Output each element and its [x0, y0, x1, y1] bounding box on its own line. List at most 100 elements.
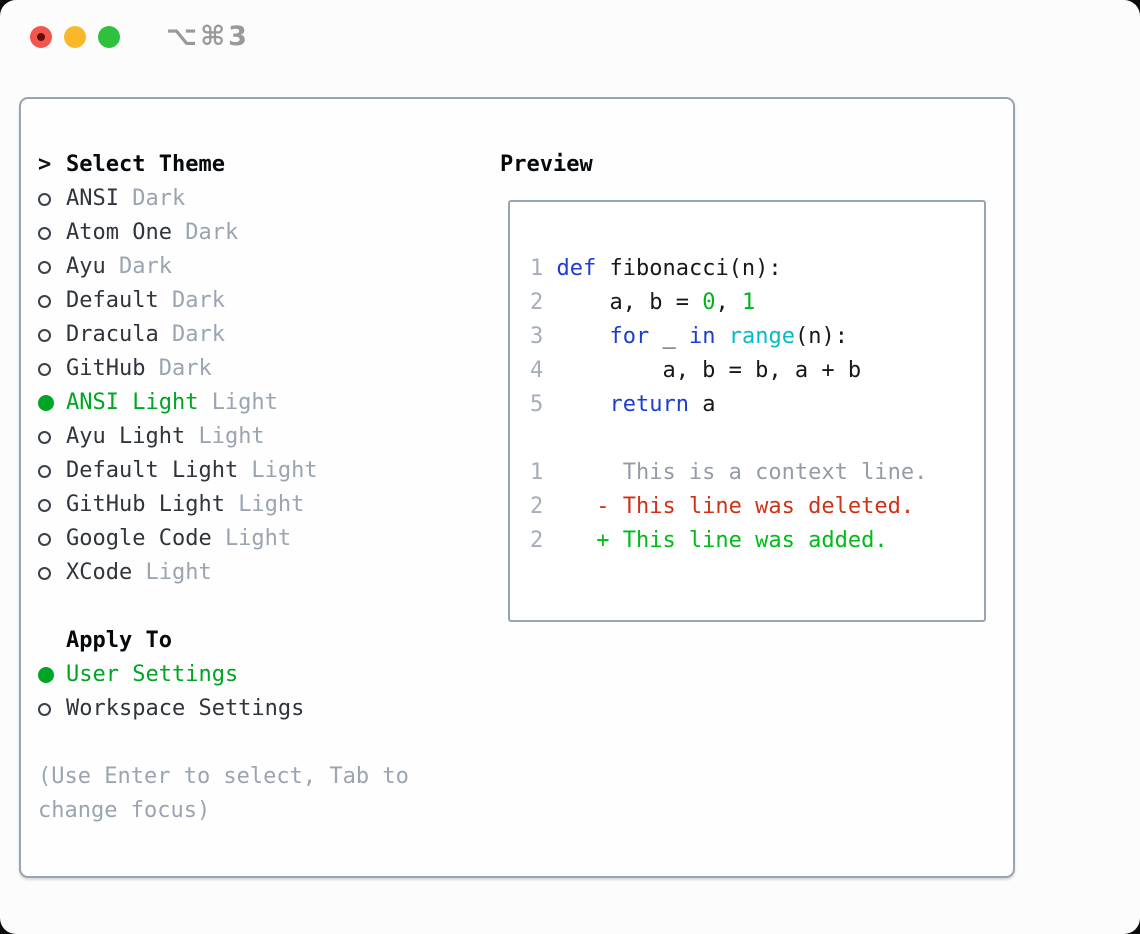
code-token: a [688, 392, 716, 417]
code-token: def [556, 256, 597, 281]
code-token: - This line was deleted. [556, 494, 915, 519]
code-token: for [609, 324, 650, 349]
theme-variant: Light [198, 424, 265, 449]
theme-name: Default Light [66, 458, 239, 483]
cursor-icon: > [38, 152, 52, 177]
theme-item-ayu-light[interactable]: Ayu Light Light [38, 420, 409, 454]
code-token: a, b = [556, 290, 703, 315]
select-theme-header-row: > Select Theme [38, 148, 409, 182]
code-token [556, 324, 609, 349]
window-controls [30, 26, 120, 48]
code-token [715, 324, 728, 349]
select-theme-title: Select Theme [66, 152, 225, 177]
keyboard-shortcut-label: ⌥⌘3 [166, 21, 250, 52]
code-token: fibonacci(n): [596, 256, 782, 281]
code-token: _ [649, 324, 689, 349]
radio-icon [38, 702, 51, 716]
apply-option-label: Workspace Settings [66, 696, 305, 721]
code-line: 4 a, b = b, a + b [530, 354, 927, 388]
code-token: a, b = b, a + b [556, 358, 862, 383]
theme-name: Ayu [66, 254, 106, 279]
code-line: 1 This is a context line. [530, 456, 927, 490]
close-button[interactable] [30, 26, 52, 48]
radio-icon [38, 192, 51, 206]
radio-icon [38, 226, 51, 240]
line-number: 2 [530, 290, 544, 315]
radio-icon [38, 362, 51, 376]
apply-option-label: User Settings [66, 662, 239, 687]
line-number: 1 [530, 256, 544, 281]
theme-name: Google Code [66, 526, 212, 551]
radio-column [38, 566, 66, 580]
theme-name: Ayu Light [66, 424, 186, 449]
theme-variant: Dark [132, 186, 186, 211]
theme-variant: Dark [171, 322, 225, 347]
code-token: 0 [702, 290, 716, 315]
code-line: 2 + This line was added. [530, 524, 927, 558]
radio-column [38, 328, 66, 342]
radio-column [38, 226, 66, 240]
apply-option-workspace-settings[interactable]: Workspace Settings [38, 692, 409, 726]
radio-column [38, 260, 66, 274]
theme-name: XCode [66, 560, 133, 585]
theme-item-dracula[interactable]: Dracula Dark [38, 318, 409, 352]
radio-column [38, 498, 66, 512]
spacer [38, 726, 409, 760]
apply-option-user-settings[interactable]: User Settings [38, 658, 409, 692]
theme-variant: Dark [118, 254, 172, 279]
code-token: + This line was added. [556, 528, 888, 553]
radio-column [38, 667, 66, 683]
theme-name: Dracula [66, 322, 159, 347]
theme-variant: Light [211, 390, 278, 415]
theme-name: GitHub Light [66, 492, 225, 517]
line-number: 5 [530, 392, 544, 417]
radio-column [38, 192, 66, 206]
code-token: (n): [794, 324, 848, 349]
line-number: 3 [530, 324, 544, 349]
code-token: This is a context line. [556, 460, 928, 485]
apply-to-title: Apply To [66, 628, 172, 653]
radio-icon [38, 430, 51, 444]
theme-item-ayu[interactable]: Ayu Dark [38, 250, 409, 284]
minimize-button[interactable] [64, 26, 86, 48]
radio-icon [38, 464, 51, 478]
theme-variant: Dark [185, 220, 239, 245]
radio-icon [38, 294, 51, 308]
code-line [530, 422, 927, 456]
radio-icon [38, 260, 51, 274]
theme-item-github-light[interactable]: GitHub Light Light [38, 488, 409, 522]
line-number: 1 [530, 460, 544, 485]
line-number: 4 [530, 358, 544, 383]
zoom-button[interactable] [98, 26, 120, 48]
theme-name: GitHub [66, 356, 146, 381]
theme-name: Atom One [66, 220, 172, 245]
theme-variant: Dark [171, 288, 225, 313]
code-line: 3 for _ in range(n): [530, 320, 927, 354]
code-line: 2 a, b = 0, 1 [530, 286, 927, 320]
line-number: 2 [530, 494, 544, 519]
code-token: 1 [741, 290, 756, 315]
radio-column [38, 532, 66, 546]
theme-item-google-code[interactable]: Google Code Light [38, 522, 409, 556]
theme-variant: Light [224, 526, 292, 551]
spacer [38, 590, 409, 624]
line-number: 2 [530, 528, 544, 553]
theme-variant: Light [238, 492, 305, 517]
radio-column [38, 294, 66, 308]
radio-icon [38, 566, 51, 580]
theme-item-atom-one[interactable]: Atom One Dark [38, 216, 409, 250]
preview-title: Preview [500, 152, 593, 177]
code-token: return [609, 392, 689, 417]
